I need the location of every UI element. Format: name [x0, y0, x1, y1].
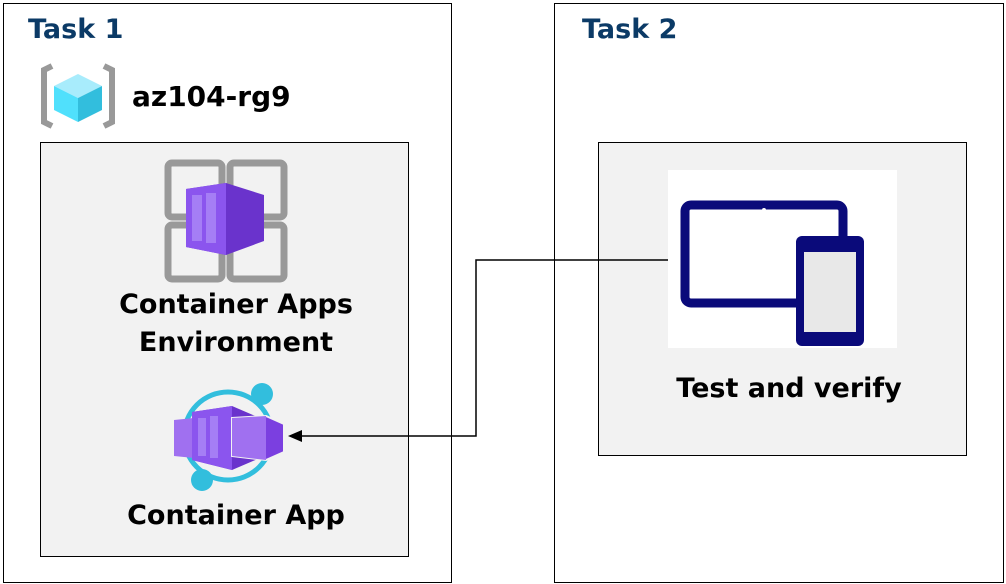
- task2-box: [554, 3, 1004, 583]
- test-verify-label: Test and verify: [676, 373, 902, 404]
- container-apps-environment-icon: [164, 159, 288, 283]
- task1-title: Task 1: [28, 14, 124, 45]
- resource-group-icon: [41, 63, 115, 129]
- env-label: Container Apps Environment: [40, 286, 432, 362]
- env-label-line1: Container Apps: [119, 289, 353, 320]
- container-app-icon: [174, 383, 285, 491]
- task2-title: Task 2: [582, 14, 678, 45]
- env-label-line2: Environment: [138, 327, 334, 358]
- resource-group-name: az104-rg9: [132, 80, 291, 113]
- devices-icon: [680, 200, 864, 346]
- container-app-label: Container App: [127, 500, 345, 531]
- task1-box: [3, 3, 452, 583]
